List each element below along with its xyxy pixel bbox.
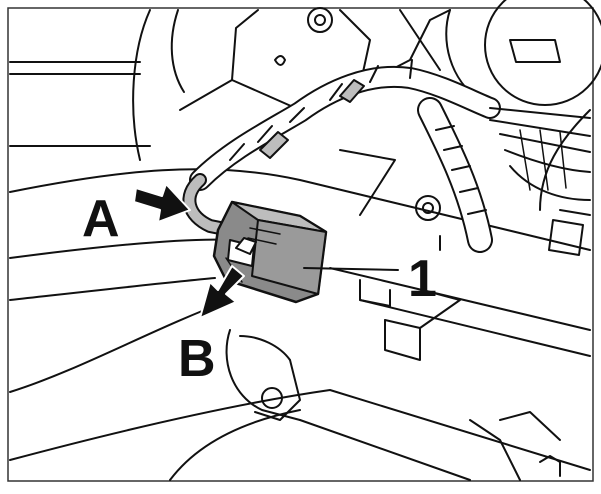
wiring-harness xyxy=(182,59,591,253)
background-panel-top-left xyxy=(9,9,185,161)
arrow-b-icon xyxy=(199,265,245,319)
callout-a-label: A xyxy=(82,190,120,248)
crossmember-beam xyxy=(9,149,591,393)
arrow-a-icon xyxy=(133,183,191,223)
part-1-leader-line xyxy=(303,267,399,271)
callout-b-label: B xyxy=(178,330,216,388)
lower-mount-bracket xyxy=(9,279,591,481)
electrical-connector xyxy=(212,200,328,304)
callout-part-1-label: 1 xyxy=(408,250,437,308)
